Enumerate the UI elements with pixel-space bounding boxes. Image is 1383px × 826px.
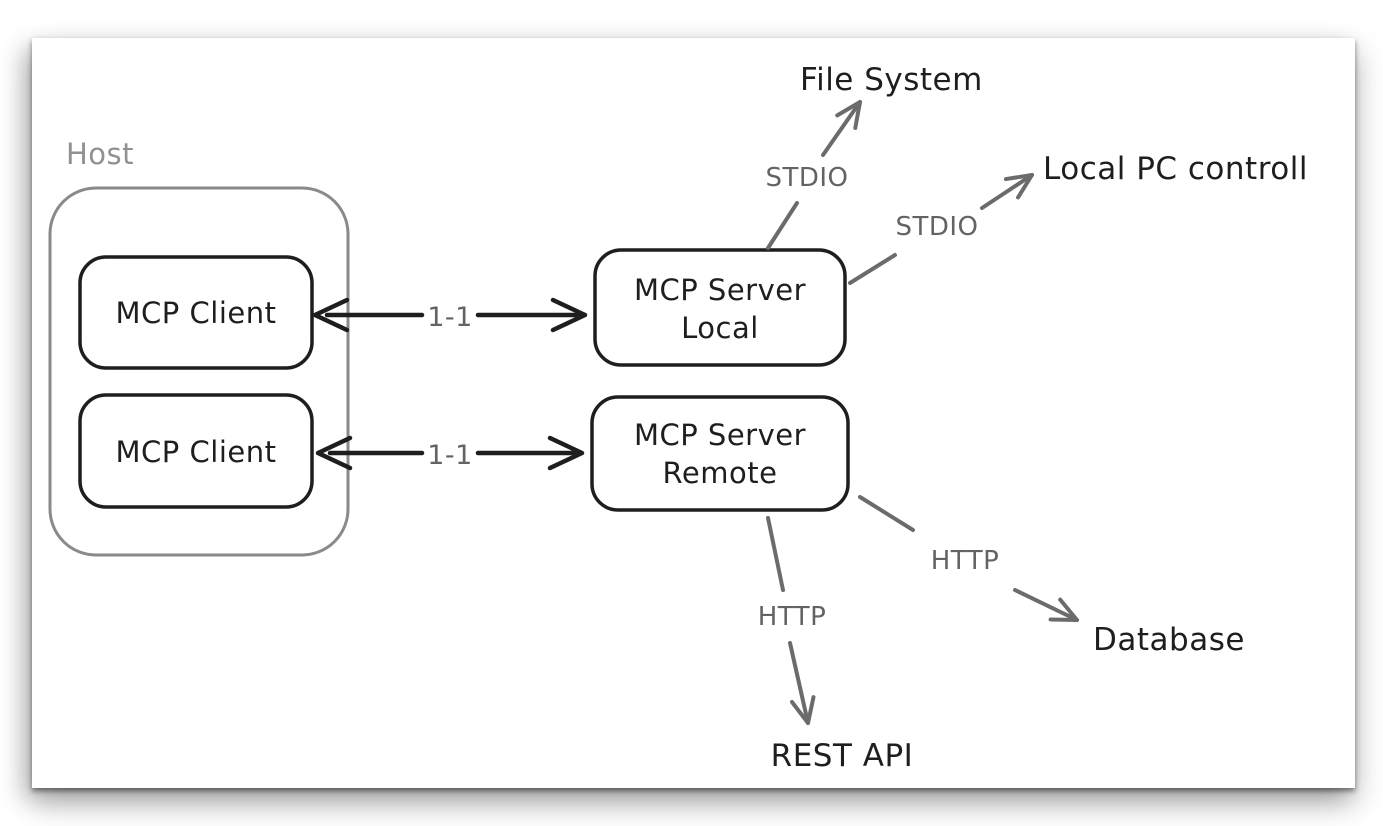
mcp-client-top-box xyxy=(78,255,314,370)
endpoint-database-label: Database xyxy=(1093,622,1245,658)
link-bottom-label: 1-1 xyxy=(427,440,473,471)
endpoint-local-pc-label: Local PC controll xyxy=(1043,151,1308,187)
endpoint-file-system-label: File System xyxy=(800,62,983,98)
endpoint-rest-api-label: REST API xyxy=(771,738,914,774)
mcp-server-remote-label-line1: MCP Server xyxy=(634,418,806,452)
black-text-layer: MCP Client MCP Client MCP Server Local M… xyxy=(116,62,1308,774)
protocol-arrows-layer xyxy=(766,100,1079,725)
arrow-http-rest-api xyxy=(766,516,816,725)
arrow-stdio-file-system xyxy=(766,100,862,250)
label-http-rest-api: HTTP xyxy=(758,602,827,632)
label-stdio-file-system: STDIO xyxy=(765,163,848,193)
mcp-architecture-diagram: Host MCP Client MCP Client MCP Server Lo… xyxy=(48,62,1308,774)
mcp-server-remote-label-line2: Remote xyxy=(663,456,778,490)
gray-label-layer: 1-1 1-1 STDIO STDIO HTTP HTTP xyxy=(427,163,999,632)
host-label: Host xyxy=(66,137,134,171)
mcp-client-bottom-label: MCP Client xyxy=(116,435,277,469)
mcp-client-top-label: MCP Client xyxy=(116,296,277,330)
label-stdio-local-pc: STDIO xyxy=(895,212,978,242)
label-http-database: HTTP xyxy=(931,546,1000,576)
arrow-http-database xyxy=(858,495,1079,622)
mcp-server-local-label-line1: MCP Server xyxy=(634,273,806,307)
client-server-links-layer xyxy=(312,297,588,471)
diagram-canvas: Host MCP Client MCP Client MCP Server Lo… xyxy=(32,38,1355,788)
link-top-label: 1-1 xyxy=(427,302,473,333)
mcp-server-local-label-line2: Local xyxy=(681,311,759,345)
mcp-server-remote-box xyxy=(590,395,850,512)
mcp-server-local-box xyxy=(593,248,847,367)
arrow-stdio-local-pc xyxy=(848,173,1034,285)
link-top-arrow xyxy=(312,297,588,333)
link-bottom-arrow xyxy=(315,435,585,471)
host-container-box xyxy=(48,186,350,557)
mcp-client-bottom-box xyxy=(78,393,314,509)
